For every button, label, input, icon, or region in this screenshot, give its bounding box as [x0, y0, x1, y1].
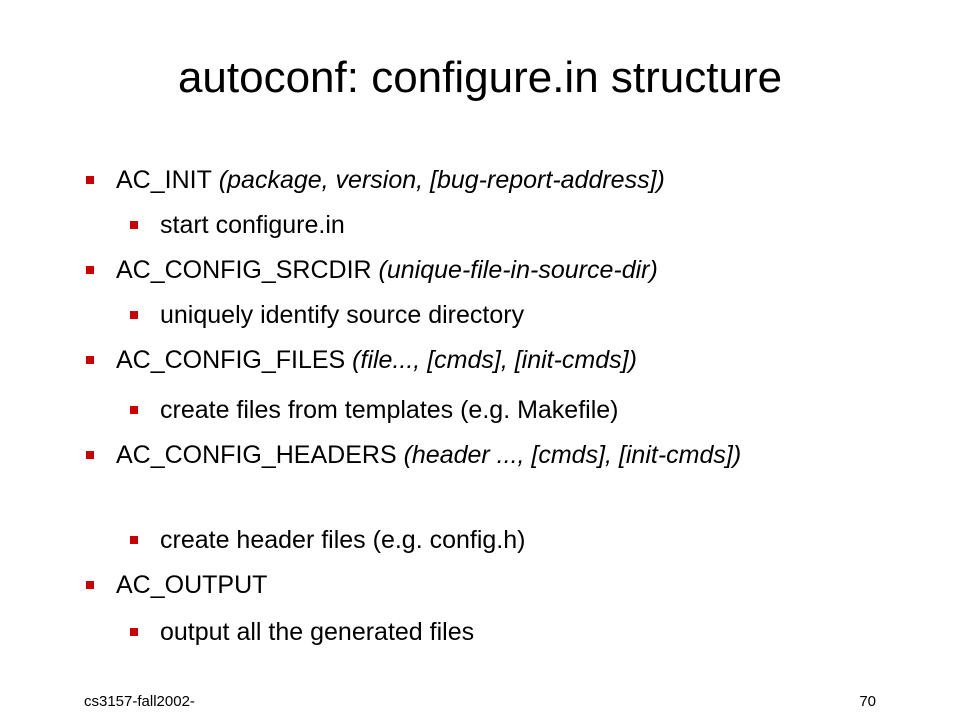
sub-bullet-text: create files from templates (e.g. Makefi…: [160, 396, 619, 424]
sub-bullet-text: start configure.in: [160, 211, 345, 239]
command-name: AC_CONFIG_FILES: [116, 346, 346, 374]
command-name: AC_INIT: [116, 166, 212, 194]
square-bullet-icon: [86, 451, 94, 459]
sub-bullet-text: output all the generated files: [160, 618, 475, 646]
footer-course-label: cs3157-fall2002-: [84, 693, 195, 710]
command-args: (header ..., [cmds], [init-cmds]): [396, 441, 742, 469]
sub-bullet-output-files: output all the generated files: [130, 617, 850, 647]
square-bullet-icon: [130, 311, 138, 319]
sub-bullet-create-headers: create header files (e.g. config.h): [130, 525, 850, 555]
slide-number: 70: [859, 693, 876, 710]
sub-bullet-start-configure: start configure.in: [130, 210, 850, 240]
square-bullet-icon: [86, 266, 94, 274]
bullet-ac-output: AC_OUTPUT: [86, 570, 846, 600]
command-name: AC_CONFIG_HEADERS: [116, 441, 397, 469]
sub-bullet-text: uniquely identify source directory: [160, 301, 525, 329]
command-args: (file..., [cmds], [init-cmds]): [345, 346, 637, 374]
command-name: AC_CONFIG_SRCDIR: [116, 256, 372, 284]
bullet-ac-config-files: AC_CONFIG_FILES (file..., [cmds], [init-…: [86, 345, 846, 375]
bullet-ac-config-srcdir: AC_CONFIG_SRCDIR (unique-file-in-source-…: [86, 255, 846, 285]
square-bullet-icon: [130, 628, 138, 636]
bullet-ac-config-headers: AC_CONFIG_HEADERS (header ..., [cmds], […: [86, 440, 846, 470]
sub-bullet-text: create header files (e.g. config.h): [160, 526, 526, 554]
slide-title: autoconf: configure.in structure: [177, 53, 783, 102]
command-args: (unique-file-in-source-dir): [371, 256, 658, 284]
square-bullet-icon: [130, 406, 138, 414]
square-bullet-icon: [130, 221, 138, 229]
square-bullet-icon: [130, 536, 138, 544]
command-args: (package, version, [bug-report-address]): [211, 166, 665, 194]
square-bullet-icon: [86, 176, 94, 184]
square-bullet-icon: [86, 356, 94, 364]
square-bullet-icon: [86, 581, 94, 589]
sub-bullet-identify-source: uniquely identify source directory: [130, 300, 850, 330]
command-name: AC_OUTPUT: [116, 571, 268, 599]
sub-bullet-create-files: create files from templates (e.g. Makefi…: [130, 395, 850, 425]
bullet-ac-init: AC_INIT (package, version, [bug-report-a…: [86, 165, 846, 195]
